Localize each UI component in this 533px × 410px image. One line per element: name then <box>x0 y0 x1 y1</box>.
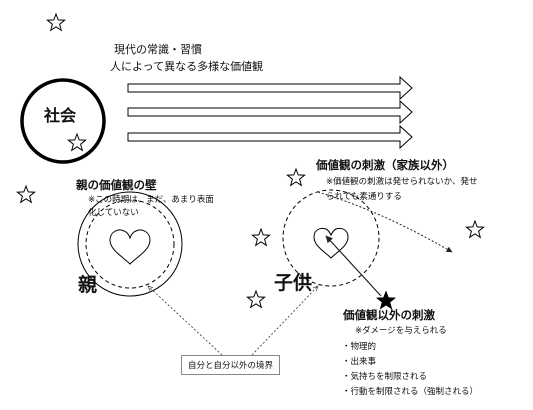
outer-stimulus-note: ※ダメージを与えられる <box>355 326 447 336</box>
outer-stimulus-title: 価値観以外の刺激 <box>343 308 435 322</box>
decorative-stars <box>16 12 485 309</box>
parent-note-line2: 化していない <box>88 208 139 218</box>
outer-item: ・出来事 <box>342 357 377 367</box>
star-outline-icon <box>286 167 306 187</box>
outer-item: ・物理的 <box>342 342 377 352</box>
star-outline-icon <box>246 289 266 309</box>
child-stimulus-note-line1: ※価値観の刺激は発せられないか、発せ <box>326 177 478 187</box>
star-outline-icon <box>16 184 36 204</box>
outer-item: ・気持ちを制限される <box>342 372 428 382</box>
top-text-line1: 現代の常識・習慣 <box>114 43 202 56</box>
child-dashed-circle <box>282 189 380 287</box>
star-filled-icon <box>375 290 397 310</box>
child-stimulus-note-line2: られても素通りする <box>326 192 402 202</box>
top-text-line2: 人によって異なる多様な価値観 <box>110 60 264 73</box>
boundary-pointer-parent <box>148 286 223 356</box>
parent-wall-circle <box>85 199 175 289</box>
parent-outer-circle <box>77 191 183 297</box>
star-outline-icon <box>465 219 485 239</box>
heart-icon <box>109 229 151 265</box>
child-stimulus-title: 価値観の刺激（家族以外） <box>316 158 454 172</box>
parent-note-line1: ※この時期は、まだ、あまり表面 <box>88 195 214 205</box>
parent-label: 親 <box>78 274 98 296</box>
star-outline-icon <box>67 132 87 152</box>
boundary-pointer-child <box>251 286 318 356</box>
boundary-label: 自分と自分以外の境界 <box>181 355 281 375</box>
society-circle <box>20 78 106 164</box>
star-outline-icon <box>251 227 271 247</box>
norm-arrow-1 <box>127 75 413 101</box>
star-outline-icon <box>46 12 66 32</box>
damage-arrow <box>325 235 382 297</box>
norm-arrow-3 <box>127 124 413 150</box>
outer-item: ・行動を制限される（強制される） <box>342 387 479 397</box>
society-label: 社会 <box>44 106 77 125</box>
child-label: 子供 <box>274 272 313 294</box>
parent-title: 親の価値観の壁 <box>76 178 157 192</box>
norm-arrow-2 <box>127 99 413 125</box>
